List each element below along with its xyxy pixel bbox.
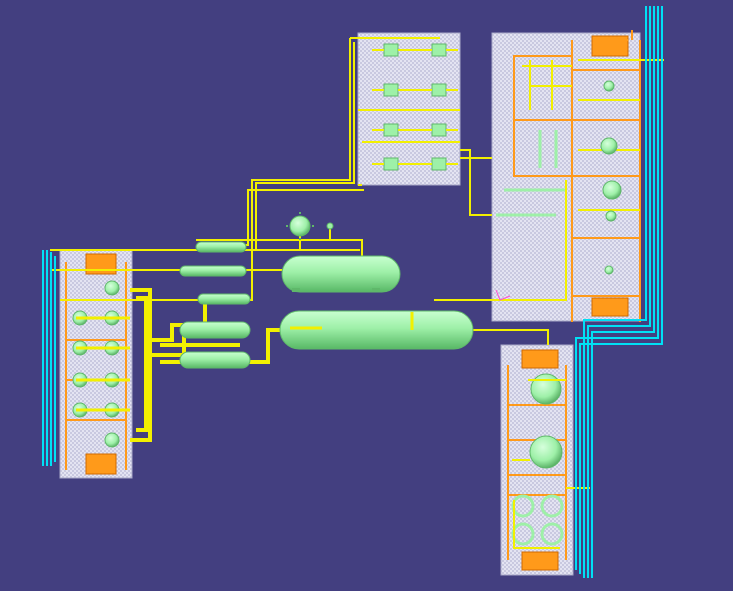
spherical-tank[interactable] [286,212,334,240]
module-right[interactable] [491,32,664,322]
module-top-center[interactable] [357,32,461,186]
sphere-tank-small [530,373,562,405]
cyan-pipes [42,6,663,578]
horizontal-drum-lower[interactable] [279,310,474,350]
marker-icon [495,289,511,301]
horizontal-drum-upper[interactable] [281,255,401,293]
small-exchangers [179,241,251,369]
module-bottom-right[interactable] [500,344,574,576]
orange-pipes [620,30,633,41]
module-left[interactable] [59,249,133,479]
